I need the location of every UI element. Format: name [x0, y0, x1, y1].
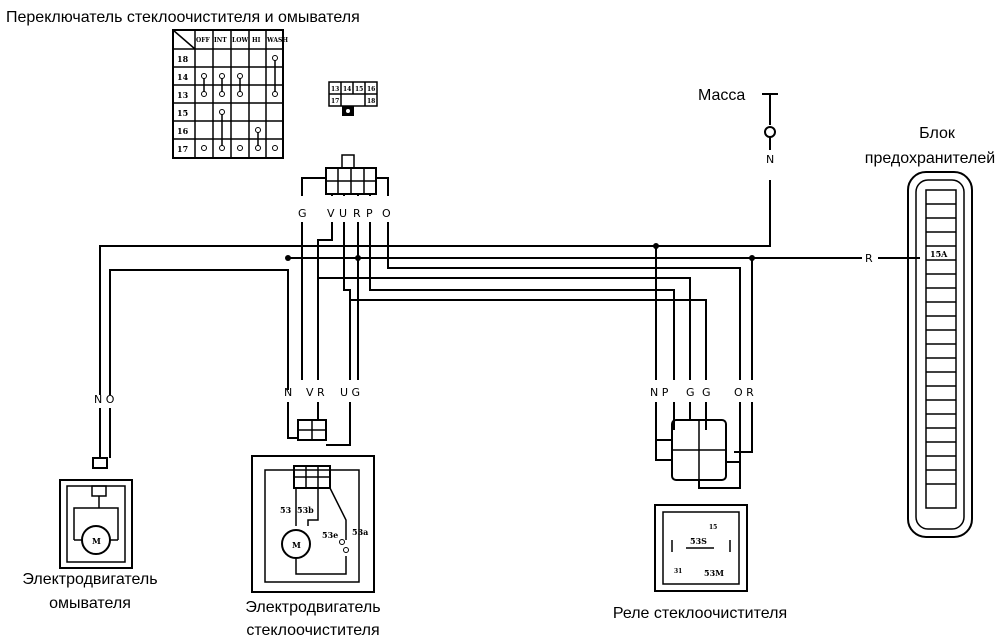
fuse-block: 15A [907, 171, 973, 538]
wiper-motor: 53 53b 53e 53a M [251, 455, 375, 593]
switch-col-wash: WASH [266, 37, 288, 44]
wiper-term-53a: 53a [352, 527, 368, 537]
fuse-block-label-line2: предохранителей [865, 150, 995, 167]
switch-row-13: 13 [177, 90, 189, 100]
wiper-wire-ug: U G [340, 386, 360, 399]
relay-term-53s: 53S [690, 536, 707, 546]
washer-motor-label-line2: омывателя [49, 595, 131, 612]
washer-motor: M [59, 479, 133, 569]
relay-term-53m: 53M [704, 568, 724, 578]
relay-harness-connector [655, 402, 753, 489]
harness-wires [99, 180, 920, 395]
wiper-wire-vr: V R [306, 386, 325, 399]
switch-connections [201, 55, 278, 151]
wire-p: P [366, 207, 373, 220]
ground-symbol [762, 93, 778, 150]
washer-motor-label-line1: Электродвигатель [22, 571, 157, 588]
wire-o: O [382, 207, 391, 220]
fuse-wire-label: R [865, 252, 873, 265]
switch-title: Переключатель стеклоочистителя и омывате… [6, 9, 360, 26]
pin-14: 14 [343, 86, 351, 93]
switch-table: OFF INT LOW HI WASH 18 14 13 15 16 17 [172, 29, 288, 159]
relay-wire-or: O R [734, 386, 754, 399]
wiper-relay: 15 53S 31 53M [654, 504, 748, 592]
wire-u: U [339, 207, 347, 220]
pin-16: 16 [367, 86, 375, 93]
switch-col-hi: HI [252, 37, 261, 44]
switch-row-14: 14 [177, 72, 189, 82]
switch-col-off: OFF [196, 37, 210, 44]
pin-18: 18 [367, 98, 375, 105]
switch-row-17: 17 [177, 144, 188, 154]
wiper-term-53: 53 [280, 505, 292, 515]
wiper-connector-top [297, 419, 327, 441]
pin-15: 15 [355, 86, 363, 93]
wiper-wire-n: N [284, 386, 292, 399]
washer-motor-symbol: M [92, 536, 101, 546]
relay-wire-g1: G [686, 386, 695, 399]
washer-wire-label: N O [94, 393, 115, 406]
relay-wire-np: N P [650, 386, 669, 399]
pin-13: 13 [331, 86, 339, 93]
relay-term-31: 31 [674, 568, 682, 575]
relay-wire-g2: G [702, 386, 711, 399]
pin-17: 17 [331, 98, 339, 105]
switch-connector-face: 13 14 15 16 17 18 [328, 81, 378, 116]
switch-col-low: LOW [232, 37, 248, 44]
ground-wire-label: N [766, 153, 774, 166]
wire-g: G [298, 207, 307, 220]
ground-label: Масса [698, 87, 745, 104]
relay-term-15: 15 [709, 524, 717, 531]
fuse-block-label-line1: Блок [919, 125, 956, 142]
wiper-term-53e: 53e [322, 530, 338, 540]
switch-row-15: 15 [177, 108, 188, 118]
switch-row-16: 16 [177, 126, 189, 136]
wiper-motor-label-line1: Электродвигатель [245, 599, 380, 616]
switch-connector [325, 154, 377, 195]
wiper-motor-label-line2: стеклоочистителя [246, 622, 379, 639]
wiper-motor-symbol: M [292, 540, 301, 550]
fuse-rating: 15A [930, 249, 948, 259]
wiper-relay-label: Реле стеклоочистителя [613, 605, 787, 622]
wiper-term-53b: 53b [297, 505, 314, 515]
wire-v: V [327, 207, 335, 220]
washer-connector [92, 457, 108, 469]
switch-col-int: INT [214, 37, 227, 44]
wire-r: R [353, 207, 361, 220]
switch-row-18: 18 [177, 54, 189, 64]
